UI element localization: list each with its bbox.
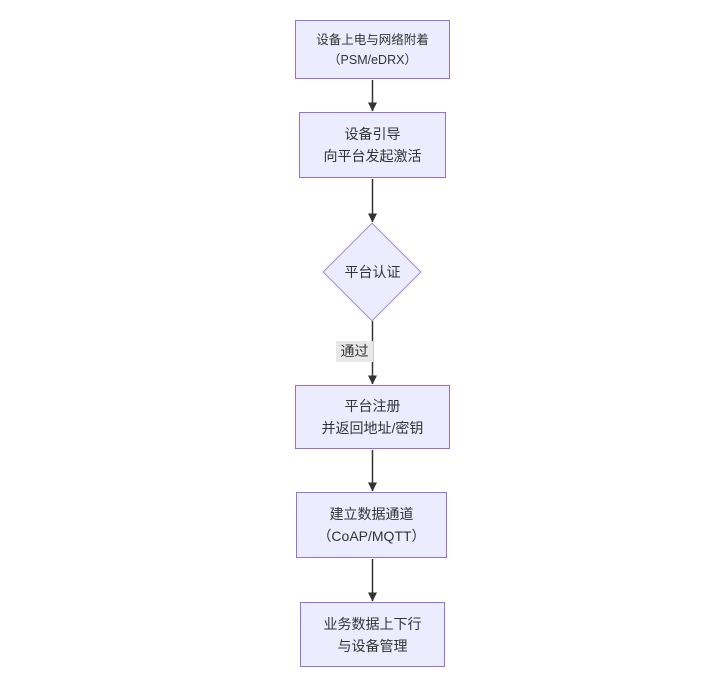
node-text-line: 设备引导	[344, 126, 401, 142]
node-platform-auth-decision-label: 平台认证	[344, 264, 401, 280]
node-text-line: 建立数据通道	[329, 506, 414, 522]
edge-label-pass: 通过	[336, 341, 373, 362]
node-text-line: （PSM/eDRX）	[328, 52, 417, 67]
node-text-line: 向平台发起激活	[323, 148, 422, 164]
node-platform-register: 平台注册 并返回地址/密钥	[295, 385, 450, 449]
node-text-line: 设备上电与网络附着	[316, 32, 429, 47]
node-text-line: 与设备管理	[337, 637, 408, 654]
node-text-line: 并返回地址/密钥	[321, 420, 424, 436]
node-device-bootstrap-activate: 设备引导 向平台发起激活	[299, 112, 446, 178]
node-text-line: 平台注册	[344, 398, 401, 414]
node-business-data-device-mgmt: 业务数据上下行 与设备管理	[300, 602, 445, 667]
node-text-line: （CoAP/MQTT）	[317, 528, 426, 544]
node-text-line: 业务数据上下行	[323, 615, 422, 632]
node-device-power-network-attach: 设备上电与网络附着 （PSM/eDRX）	[295, 20, 450, 79]
node-data-channel-setup: 建立数据通道 （CoAP/MQTT）	[296, 492, 447, 558]
